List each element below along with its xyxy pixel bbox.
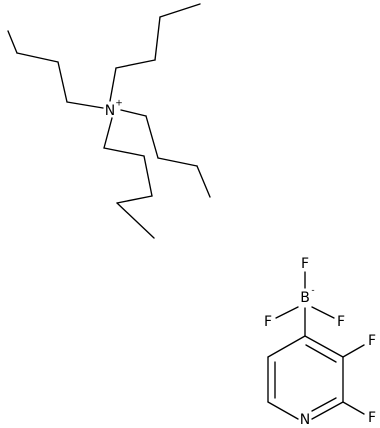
bond <box>311 397 337 412</box>
positive-charge-label: + <box>115 99 123 109</box>
boron-atom-label: B <box>300 290 310 306</box>
bond <box>115 59 156 69</box>
fluorine-atom-label: F <box>368 410 376 426</box>
bond <box>57 61 68 103</box>
bond <box>120 109 147 117</box>
bond <box>103 147 145 157</box>
fluorine-atom-label: F <box>368 333 376 349</box>
bond <box>304 335 344 358</box>
negative-charge-label: - <box>311 286 314 296</box>
bond <box>342 401 365 415</box>
bond <box>196 165 211 198</box>
bond <box>267 401 299 420</box>
tetrabutylammonium-cation: N + <box>7 3 211 239</box>
bond <box>311 306 335 319</box>
bond <box>109 67 117 102</box>
butyl-chain-right <box>120 109 211 198</box>
bond <box>159 3 201 18</box>
bond <box>275 306 299 319</box>
bond <box>16 52 59 63</box>
fluorine-atom-label: F <box>264 314 272 330</box>
bond <box>145 115 159 159</box>
bond <box>103 117 113 149</box>
bond <box>116 195 153 204</box>
butyl-chain-upper-left <box>7 30 104 109</box>
nitrogen-atom-label: N <box>300 412 310 428</box>
bond <box>157 157 198 167</box>
butyl-chain-upper-right <box>109 3 201 102</box>
bond <box>342 344 365 358</box>
nitrogen-atom-label: N <box>105 103 115 119</box>
fluorine-atom-label: F <box>337 314 345 330</box>
bond <box>7 30 18 54</box>
bond <box>154 16 161 61</box>
bond <box>305 344 337 363</box>
bond <box>116 202 155 239</box>
bond <box>143 155 153 197</box>
bond <box>311 401 344 420</box>
fluorine-atom-label: F <box>301 256 309 272</box>
bond <box>66 101 104 109</box>
bond <box>267 335 306 358</box>
trifluoroborate-pyridine-anion: F B - F F F F N <box>264 256 376 428</box>
butyl-chain-lower <box>103 117 155 239</box>
